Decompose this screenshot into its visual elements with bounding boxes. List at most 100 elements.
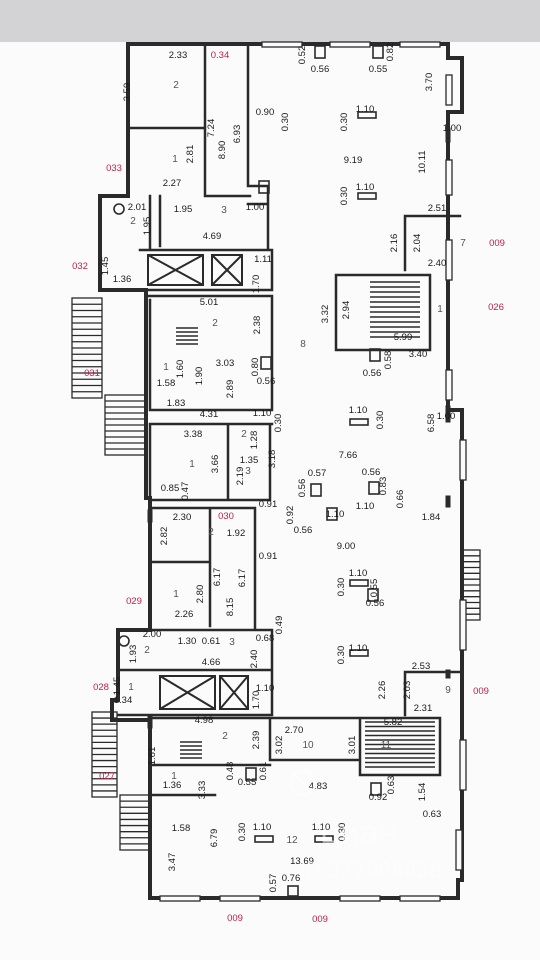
walls — [98, 42, 464, 900]
dimension-label: 0.56 — [363, 368, 382, 379]
dimension-label: 0.30 — [336, 578, 347, 597]
pillar-icon — [357, 192, 377, 200]
pillar-icon — [349, 418, 369, 426]
elevator-2b — [219, 675, 249, 710]
dimension-label: 2.33 — [169, 50, 188, 61]
dimension-label: 0.91 — [259, 551, 278, 562]
dimension-label: 0.30 — [339, 113, 350, 132]
dimension-label: 2.19 — [235, 467, 246, 486]
dimension-label: 1.60 — [175, 360, 186, 379]
dimension-label: 0.66 — [395, 490, 406, 509]
room-number: 3 — [245, 466, 251, 477]
dimension-label: 1.90 — [194, 367, 205, 386]
dimension-label: 0.85 — [161, 483, 180, 494]
dimension-label: 1.10 — [349, 643, 368, 654]
dimension-label: 4.31 — [200, 409, 219, 420]
dimension-label: 1.45 — [100, 257, 111, 276]
dimension-label: 0.55 — [369, 64, 388, 75]
windows — [159, 41, 467, 902]
dimension-label: 6.58 — [426, 414, 437, 433]
dimension-label: 2.30 — [173, 512, 192, 523]
dimension-label: 3.70 — [424, 73, 435, 92]
dimension-label: 0.30 — [339, 187, 350, 206]
vent-icon — [287, 885, 299, 897]
dimension-label: 6.79 — [209, 829, 220, 848]
dimension-label: 2.31 — [414, 703, 433, 714]
exit-code-label: 026 — [488, 302, 504, 313]
vent-icon — [372, 45, 384, 59]
exit-code-label: 032 — [72, 261, 88, 272]
dimension-label: 0.83 — [378, 477, 389, 496]
room-number: 10 — [302, 740, 314, 751]
dimension-label: 2.04 — [412, 234, 423, 253]
dimension-label: 3.47 — [167, 853, 178, 872]
dimension-label: 0.48 — [225, 762, 236, 781]
dimension-label: 0.30 — [336, 646, 347, 665]
room-number: 1 — [171, 771, 177, 782]
dimension-label: 1.36 — [113, 274, 132, 285]
dimension-label: 0.58 — [383, 351, 394, 370]
room-number: 3 — [229, 637, 235, 648]
dimension-label: 2.16 — [389, 234, 400, 253]
window-mark — [159, 895, 201, 902]
dimension-label: 0.57 — [308, 468, 327, 479]
dimension-label: 1.61 — [147, 747, 158, 766]
room-number: 2 — [222, 731, 228, 742]
dimension-label: 0.56 — [366, 598, 385, 609]
room-number: 1 — [163, 362, 169, 373]
outer-wall — [98, 42, 464, 900]
dimension-label: 0.49 — [274, 616, 285, 635]
dimension-label: 0.57 — [268, 874, 279, 893]
dimension-label: 0.56 — [311, 64, 330, 75]
dimension-label: 5.82 — [384, 717, 403, 728]
vent-icon — [310, 483, 322, 497]
dimension-label: 1.00 — [246, 202, 265, 213]
dimension-label: 2.00 — [143, 629, 162, 640]
shaft-marker-icon — [118, 635, 130, 647]
dimension-label: 0.30 — [375, 411, 386, 430]
dimension-label: 13.69 — [290, 856, 314, 867]
dimension-label: 2.03 — [402, 681, 413, 700]
dimension-label: 10.11 — [417, 150, 428, 173]
exit-code-label: 029 — [126, 596, 142, 607]
elevator-2a — [159, 675, 216, 710]
dimension-label: 3.32 — [320, 305, 331, 324]
dimension-label: 0.61 — [258, 762, 269, 781]
room-number: 12 — [286, 835, 298, 846]
dimension-label: 1.00 — [437, 411, 456, 422]
dimension-label: 0.52 — [297, 46, 308, 65]
watermark-brand: циан — [320, 816, 398, 851]
dimension-label: 2.81 — [185, 145, 196, 164]
dimension-label: 0.55 — [238, 777, 257, 788]
dimension-label: 1.10 — [326, 509, 345, 520]
exit-code-label: 0.34 — [211, 50, 230, 61]
exit-code-label: 030 — [218, 511, 234, 522]
dimension-label: 6.93 — [232, 125, 243, 144]
exit-code-label: 009 — [227, 913, 243, 924]
staircases — [176, 281, 435, 768]
vent-icon — [260, 356, 272, 370]
dimension-label: 2.82 — [159, 527, 170, 546]
dimension-label: 1.10 — [253, 822, 272, 833]
dimension-label: 1.84 — [422, 512, 441, 523]
dimension-label: 0.30 — [280, 113, 291, 132]
window-mark — [219, 895, 261, 902]
dimension-label: 0.56 — [297, 479, 308, 498]
top-shadow — [0, 0, 540, 42]
window-mark — [445, 369, 453, 401]
vent-icon — [367, 588, 379, 602]
dimension-label: 1.34 — [114, 695, 133, 706]
dimension-label: 3.38 — [184, 429, 203, 440]
room-number: 2 — [212, 318, 218, 329]
dimension-label: 3.59 — [122, 83, 133, 102]
dimension-label: 0.30 — [337, 823, 348, 842]
dimension-label: 1.10 — [253, 408, 272, 419]
dimension-label: 2.40 — [249, 650, 260, 669]
elevator-1b — [211, 254, 243, 286]
room-number: 7 — [460, 238, 466, 249]
partition-walls — [116, 42, 462, 900]
dimension-label: 9.19 — [344, 155, 363, 166]
room-number: 1 — [189, 459, 195, 470]
vent-icon — [314, 45, 326, 59]
